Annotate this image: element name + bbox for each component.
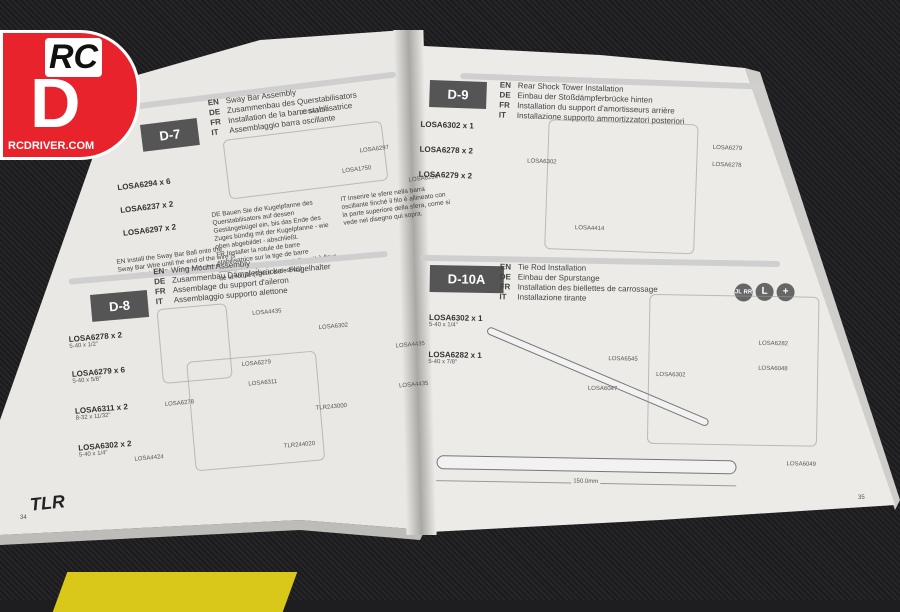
wing-mount-drawing <box>186 350 326 472</box>
callout: LOSA4414 <box>574 225 605 233</box>
shock-tower-drawing <box>544 119 699 255</box>
part-item: LOSA6278 x 2 <box>419 144 474 156</box>
parts-list: LOSA6278 x 2 5-40 x 1/2" LOSA6279 x 6 5-… <box>68 327 168 458</box>
measurement-label: 150.0mm <box>571 478 601 486</box>
parts-list: LOSA6302 x 1 5-40 x 1/4" LOSA6282 x 1 5-… <box>428 313 509 366</box>
callout: LOSA6302 <box>527 158 557 166</box>
page-number: 35 <box>858 495 865 501</box>
callout: LOSA6545 <box>608 356 638 363</box>
step-label: D-8 <box>90 290 150 322</box>
callout: LOSA6282 <box>758 340 789 348</box>
chassis-drawing <box>646 293 820 447</box>
callout: LOSA6047 <box>587 385 618 393</box>
parts-list: LOSA6302 x 1 LOSA6278 x 2 LOSA6279 x 2 <box>419 120 501 182</box>
header-it: Installazione tirante <box>517 292 587 303</box>
callout: LOSA6048 <box>758 365 788 373</box>
tlr-logo: TLR <box>28 491 66 515</box>
part-size: 5-40 x 1/4" <box>428 321 458 329</box>
callout: LOSA6279 <box>712 144 743 152</box>
parts-list: LOSA6294 x 6 LOSA6237 x 2 LOSA6297 x 2 <box>117 173 203 238</box>
part-item: LOSA6302 x 1 <box>420 119 474 131</box>
rcdriver-logo: RC D RCDRIVER.COM <box>0 30 150 165</box>
callout: LOSA6302 <box>656 371 686 379</box>
yellow-floor-stripe <box>52 572 298 612</box>
step-label: D-9 <box>429 80 487 109</box>
callout: LOSA6049 <box>786 461 816 468</box>
callout: LOSA6278 <box>712 161 742 169</box>
page-number: 34 <box>20 515 27 521</box>
logo-url: RCDRIVER.COM <box>8 140 95 152</box>
step-label: D-10A <box>429 265 504 294</box>
header-en: Tie Rod Installation <box>517 262 587 273</box>
part-item: LOSA6237 x 2 <box>119 199 174 216</box>
header-de: Einbau der Spurstange <box>517 272 600 283</box>
